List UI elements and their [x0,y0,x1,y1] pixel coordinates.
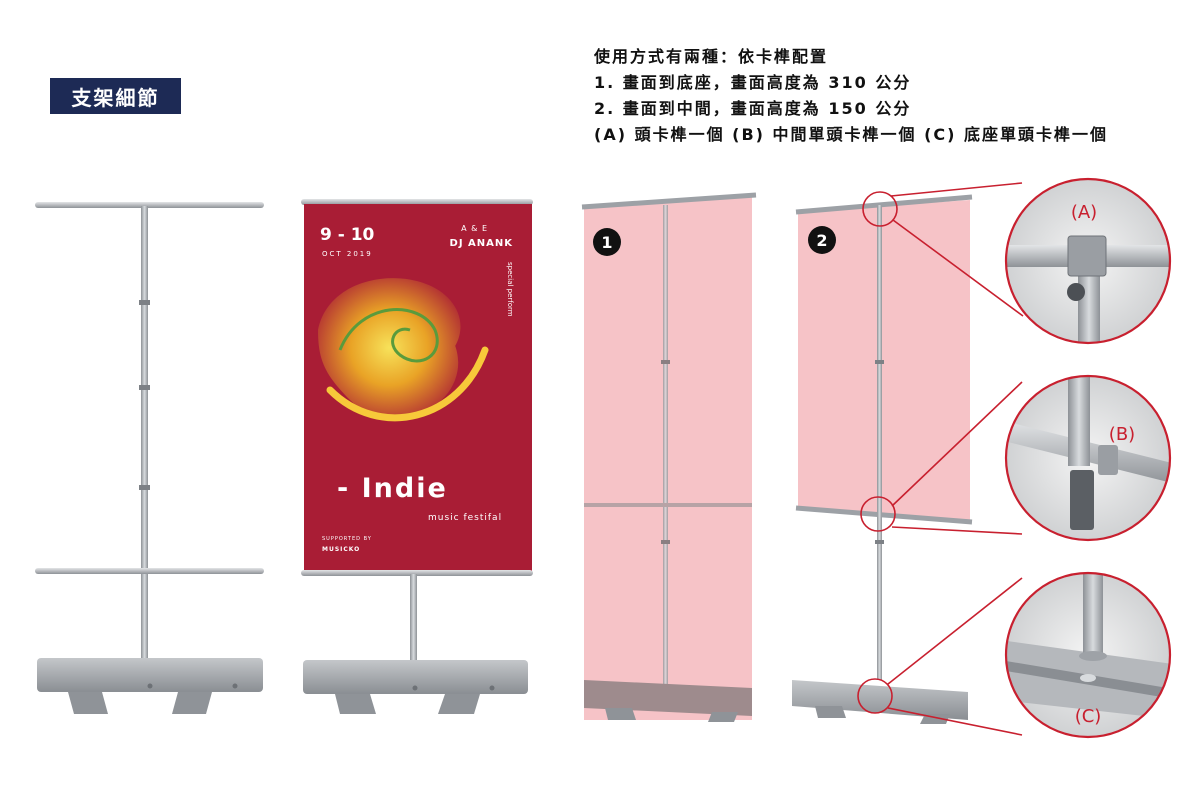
stand-bare-frame [35,202,264,714]
detail-zoom-b: (B) [1004,374,1172,542]
stand-with-poster: 9 - 10 OCT 2019 A & E DJ ANANK special p… [301,199,533,714]
poster-side-text: special perform [506,262,514,317]
detail-zoom-c: (C) [1004,571,1172,739]
badge-mode-2-label: 2 [816,231,827,250]
poster-swirl-artwork [318,278,461,418]
section-tag: 支架細節 [50,78,181,114]
poster-supported-by: SUPPORTED BY [322,536,372,542]
poster-title: - Indie [337,473,448,504]
callout-a-label: (A) [1071,202,1097,223]
usage-instructions: 使用方式有兩種：依卡榫配置 1. 畫面到底座，畫面高度為 310 公分 2. 畫… [594,44,1108,148]
badge-mode-1-label: 1 [601,233,612,252]
poster-ae: A & E [461,224,488,233]
usage-heading: 使用方式有兩種：依卡榫配置 [594,47,829,66]
badge-mode-1 [593,228,621,256]
poster-date: 9 - 10 [320,225,375,245]
poster-dj: DJ ANANK [450,238,514,249]
usage-line-2: 2. 畫面到中間，畫面高度為 150 公分 [594,99,912,118]
poster-subtitle: music festifal [428,513,502,523]
usage-line-1: 1. 畫面到底座，畫面高度為 310 公分 [594,73,912,92]
callout-lines [857,182,1024,736]
detail-zoom-a: (A) [1004,177,1172,345]
stand-mode-2: 2 [792,194,973,724]
usage-line-3: (A) 頭卡榫一個 (B) 中間單頭卡榫一個 (C) 底座單頭卡榫一個 [594,125,1109,144]
poster-month: OCT 2019 [322,250,373,258]
stand-mode-1: 1 [581,192,757,722]
badge-mode-2 [808,226,836,254]
callout-b-label: (B) [1109,424,1135,445]
callout-c-label: (C) [1075,706,1102,727]
poster-sponsor: MUSICKO [322,546,360,553]
